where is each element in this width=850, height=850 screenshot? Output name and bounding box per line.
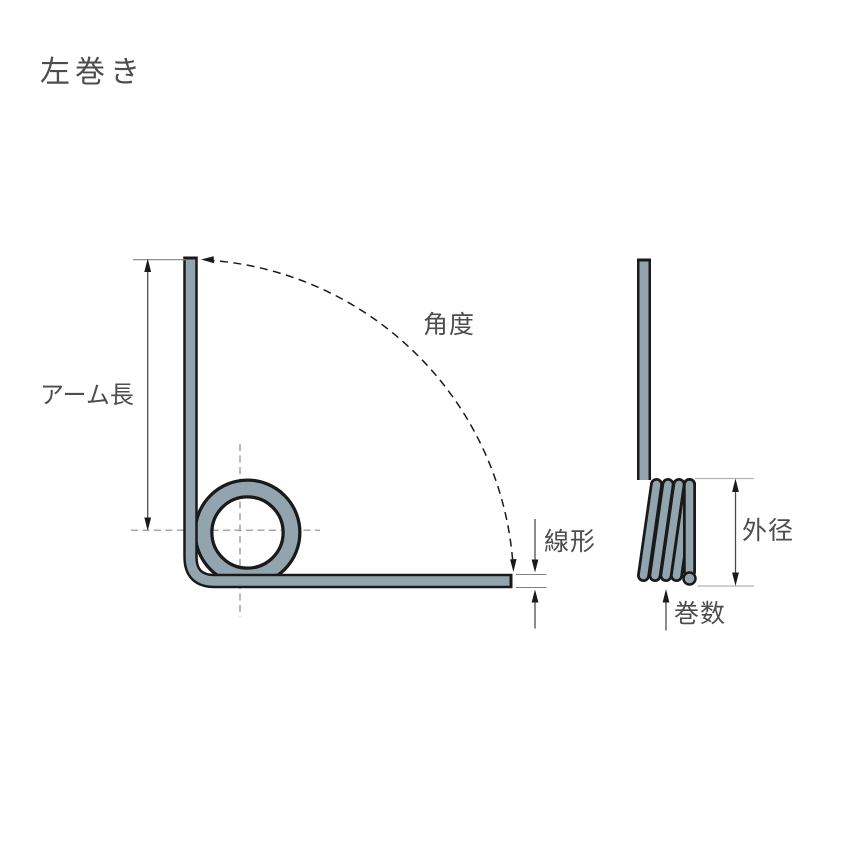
angle-arc-arrow-end-icon: [510, 559, 517, 572]
outer-diameter-arrow-up-icon: [732, 478, 739, 492]
outer-diameter-arrow-down-icon: [732, 572, 739, 586]
front-view: アーム長 角度 線形: [40, 256, 596, 629]
coil-turn: [639, 480, 661, 580]
spring-arms: [185, 259, 510, 586]
coil-turn: [651, 480, 672, 580]
wire-diameter-label: 線形: [544, 528, 596, 556]
angle-arc: [206, 259, 514, 566]
side-coil: [637, 478, 697, 586]
coil-turn: [662, 480, 683, 580]
wire-diameter-arrow-up-icon: [531, 589, 539, 603]
arm-length-arrow-up-icon: [144, 258, 152, 272]
angle-arc-arrow-start-icon: [201, 256, 214, 264]
coil-count-arrow-up-icon: [662, 589, 670, 603]
wire-end-cross-section: [682, 571, 697, 586]
coil-count-label: 巻数: [674, 600, 726, 628]
angle-label: 角度: [423, 311, 475, 339]
wire-diameter-arrow-down-icon: [531, 559, 539, 573]
arm-length-arrow-down-icon: [144, 517, 152, 531]
page-title: 左巻き: [40, 56, 145, 89]
arm-length-label: アーム長: [40, 382, 134, 409]
side-view: 外径 巻数: [637, 258, 794, 631]
coil-loop: [196, 481, 299, 584]
outer-diameter-label: 外径: [742, 517, 794, 545]
spring-arms-outline: [183, 256, 513, 589]
